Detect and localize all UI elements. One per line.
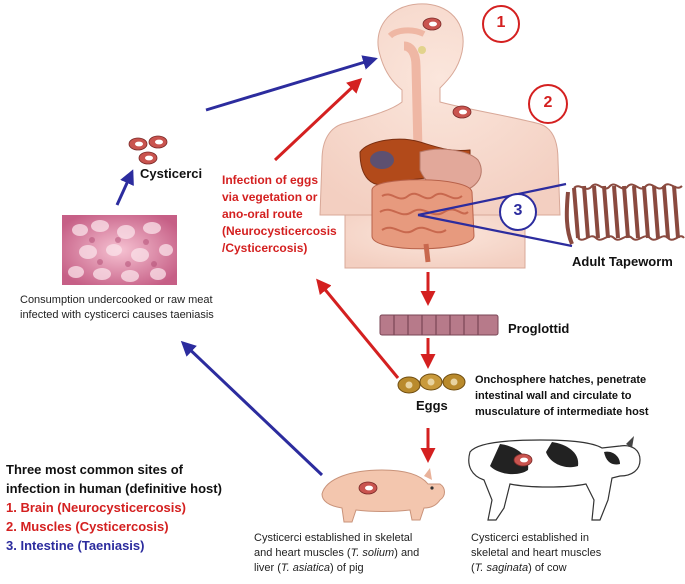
legend-item-intestine: 3. Intestine (Taeniasis) (6, 538, 145, 553)
proglottid-icon (379, 314, 499, 336)
legend-item-brain: 1. Brain (Neurocysticercosis) (6, 500, 186, 515)
infection-eggs-text: Infection of eggs via vegetation or ano-… (222, 173, 337, 255)
pig-icon (321, 468, 445, 523)
site-circle-1 (482, 5, 520, 43)
cow-caption: Cysticerci established in skeletal and h… (471, 532, 602, 574)
infection-sites-legend: Three most common sites of infection in … (6, 460, 222, 555)
arrow-cysticerci-to-human (205, 55, 378, 112)
cow-icon (468, 436, 641, 521)
onchosphere-text: Onchosphere hatches, penetrate intestina… (475, 374, 649, 418)
legend-title-line-2: infection in human (definitive host) (6, 481, 222, 496)
arrow-eggs-to-human (316, 278, 400, 379)
cysticerci-label: Cysticerci (140, 166, 203, 181)
eggs-icon (397, 373, 466, 394)
site-circle-3 (417, 182, 573, 248)
adult-tapeworm-label: Adult Tapeworm (572, 254, 673, 269)
consumption-text: Consumption undercooked or raw meat infe… (20, 294, 214, 321)
circle-number-1: 1 (496, 14, 506, 31)
legend-title-line-1: Three most common sites of (6, 462, 183, 477)
site-circle-2 (528, 84, 568, 124)
proglottid-label: Proglottid (508, 321, 570, 336)
eggs-label: Eggs (416, 398, 448, 413)
tapeworm-icon (564, 183, 685, 245)
arrow-pig-to-meat (180, 340, 324, 477)
infected-meat-photo (62, 215, 177, 285)
circle-number-2: 2 (543, 94, 553, 111)
circle-number-3: 3 (513, 202, 523, 219)
cysticerci-icon (128, 135, 168, 165)
arrow-meat-to-cysticerci (115, 169, 134, 206)
arrow-infection-to-human (273, 77, 363, 162)
pig-caption: Cysticerci established in skeletal and h… (254, 532, 420, 574)
legend-item-muscles: 2. Muscles (Cysticercosis) (6, 519, 169, 534)
